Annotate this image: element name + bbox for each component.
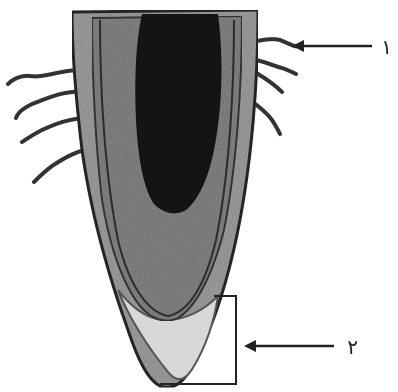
label-2: ٢ xyxy=(347,335,358,359)
pointer-1 xyxy=(292,40,372,52)
pointer-2 xyxy=(244,340,334,352)
label-1: ١ xyxy=(381,35,392,59)
